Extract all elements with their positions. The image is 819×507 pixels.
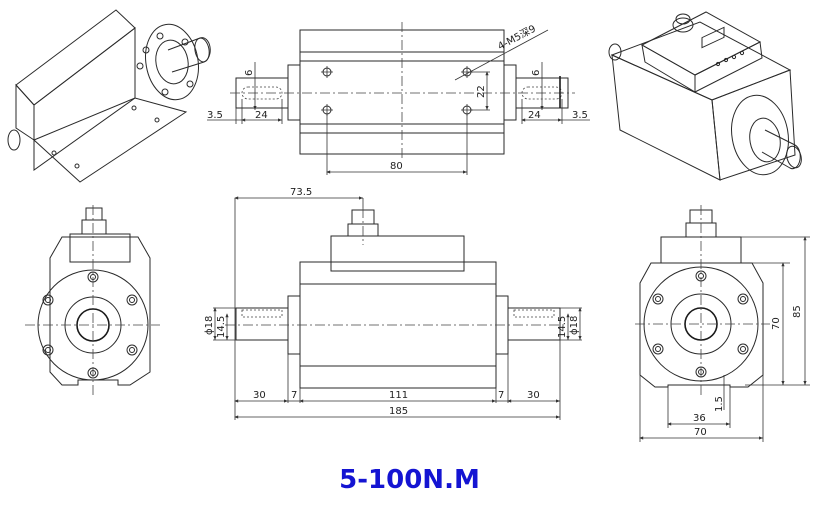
dim-key-depth-left: 14.5 (216, 316, 227, 338)
hole-callout: 4-M5深9 (496, 23, 538, 53)
dim-key-depth-right: 14.5 (557, 316, 568, 338)
end-view-left (25, 205, 160, 395)
isometric-view-left (7, 9, 211, 183)
dim-flange-left: 7 (291, 390, 297, 401)
dim-flange-right: 7 (498, 390, 504, 401)
end-view-right: 85 70 36 1.5 70 (635, 205, 810, 442)
dim-key-length-left: 24 (255, 110, 268, 121)
mounting-holes (321, 66, 473, 116)
top-view: 80 22 4-M5深9 6 24 3.5 6 24 3.5 (207, 22, 590, 175)
dim-base-width: 36 (693, 413, 706, 424)
dim-body-height: 70 (771, 317, 782, 330)
dim-connector-offset: 73.5 (290, 187, 312, 198)
dim-shaft-end-right: 3.5 (572, 110, 588, 121)
dim-base-height: 1.5 (714, 396, 725, 412)
dim-shaft-len-left: 30 (253, 390, 266, 401)
dim-hole-spacing-h: 80 (390, 161, 403, 172)
dim-overall-width: 70 (694, 427, 707, 438)
dim-shaft-end-left: 3.5 (207, 110, 223, 121)
dim-shaft-dia-right: ϕ18 (569, 316, 580, 335)
dim-key-length-right: 24 (528, 110, 541, 121)
isometric-view-right (608, 11, 802, 181)
dim-overall-height: 85 (792, 305, 803, 318)
dim-overall-len: 185 (389, 406, 408, 417)
model-range-title: 5-100N.M (339, 465, 480, 495)
side-view: 73.5 ϕ18 14.5 30 7 111 7 30 185 ϕ18 14.5 (204, 187, 582, 420)
dim-shaft-dia-left: ϕ18 (204, 316, 215, 335)
dim-key-width-left: 6 (244, 70, 255, 76)
bolt-holes-right (652, 270, 749, 378)
dim-body-len: 111 (389, 390, 408, 401)
dim-shaft-len-right: 30 (527, 390, 540, 401)
dim-hole-spacing-v: 22 (476, 85, 487, 98)
dim-key-width-right: 6 (531, 70, 542, 76)
